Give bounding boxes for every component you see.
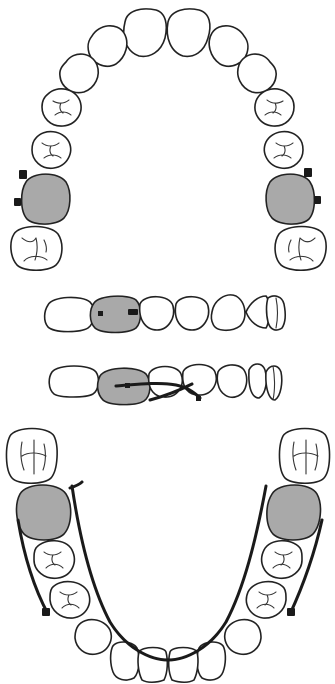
upper-first-molar-right-abutment <box>266 174 314 224</box>
side-lower-premolar-2 <box>149 367 183 398</box>
side-lower-canine <box>217 365 246 397</box>
upper-canine-left <box>60 54 98 93</box>
upper-right-rest-bottom <box>314 196 321 204</box>
upper-first-premolar-right <box>255 89 294 126</box>
side-lower-rest-a <box>125 383 130 388</box>
upper-canine-right <box>238 54 276 93</box>
side-upper-premolar-2 <box>140 297 174 330</box>
side-view-upper <box>45 295 286 333</box>
upper-second-premolar-right <box>264 132 303 169</box>
upper-central-incisor-left <box>124 9 167 56</box>
upper-arch <box>11 9 326 270</box>
upper-right-rest-top <box>304 168 312 177</box>
lower-first-premolar-right <box>246 582 286 618</box>
side-upper-rest-b <box>128 309 138 315</box>
side-upper-central <box>267 296 286 330</box>
side-lower-lateral <box>249 364 267 398</box>
side-upper-rest-a <box>98 311 103 316</box>
lower-canine-left <box>75 620 111 655</box>
upper-first-premolar-left <box>42 89 81 126</box>
lower-first-premolar-left <box>50 582 90 618</box>
lower-left-rest <box>42 608 50 616</box>
lower-arch <box>6 429 329 683</box>
upper-first-molar-left-abutment <box>22 174 70 224</box>
lower-first-molar-left-abutment <box>17 485 71 540</box>
upper-left-rest-top <box>19 170 27 179</box>
lower-second-molar-left <box>6 429 57 484</box>
lower-first-molar-right-abutment <box>267 485 321 540</box>
lower-second-premolar-left <box>34 541 74 579</box>
side-lower-molar-2 <box>49 366 98 397</box>
upper-second-molar-right <box>275 227 326 271</box>
upper-second-premolar-left <box>32 132 71 169</box>
side-view-lower <box>49 364 282 405</box>
lower-second-molar-right <box>279 429 329 484</box>
upper-second-molar-left <box>11 227 62 271</box>
upper-left-rest-bottom <box>14 198 21 206</box>
lower-canine-right <box>225 620 261 655</box>
lower-second-premolar-right <box>262 541 302 579</box>
side-upper-canine <box>211 295 245 330</box>
side-upper-molar-2 <box>45 297 94 331</box>
side-lower-rest-b <box>196 396 201 401</box>
side-upper-lateral <box>246 296 269 328</box>
lower-right-rest <box>287 608 295 616</box>
upper-central-incisor-right <box>167 9 210 56</box>
side-upper-premolar-1 <box>175 297 208 330</box>
